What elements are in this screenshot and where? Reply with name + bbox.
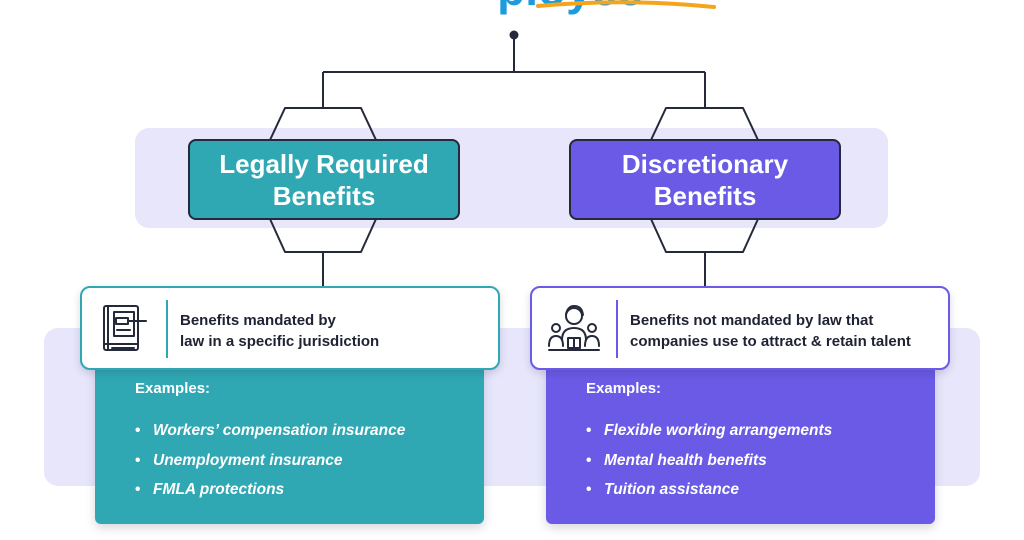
list-item: •FMLA protections bbox=[135, 481, 285, 498]
card-divider bbox=[616, 300, 618, 358]
examples-panel-discretionary: Examples: •Flexible working arrangements… bbox=[546, 362, 935, 524]
category-description: Benefits mandated by law in a specific j… bbox=[180, 312, 380, 350]
title-underline bbox=[536, 0, 716, 9]
employee-group-icon bbox=[548, 305, 600, 351]
card-divider bbox=[166, 300, 168, 358]
examples-panel-legally-required: Examples: •Workers’ compensation insuran… bbox=[95, 362, 484, 524]
list-item: •Flexible working arrangements bbox=[586, 422, 833, 439]
list-item: •Unemployment insurance bbox=[135, 451, 343, 469]
list-item: •Workers’ compensation insurance bbox=[135, 422, 406, 439]
category-title: Discretionary Benefits bbox=[621, 148, 789, 211]
examples-label: Examples: bbox=[135, 380, 211, 397]
description-card-legally-required: Benefits mandated by law in a specific j… bbox=[80, 286, 500, 370]
examples-label: Examples: bbox=[586, 380, 662, 397]
category-box-legally-required: Legally Required Benefits bbox=[188, 139, 460, 220]
list-item: •Tuition assistance bbox=[586, 481, 739, 498]
category-title: Legally Required Benefits bbox=[219, 148, 429, 211]
category-box-discretionary: Discretionary Benefits bbox=[569, 139, 841, 220]
description-card-discretionary: Benefits not mandated by law that compan… bbox=[530, 286, 950, 370]
examples-list: •Flexible working arrangements •Mental h… bbox=[586, 416, 832, 505]
law-book-gavel-icon bbox=[103, 305, 147, 351]
category-description: Benefits not mandated by law that compan… bbox=[630, 312, 911, 350]
examples-list: •Workers’ compensation insurance •Unempl… bbox=[135, 416, 405, 505]
list-item: •Mental health benefits bbox=[586, 451, 767, 469]
